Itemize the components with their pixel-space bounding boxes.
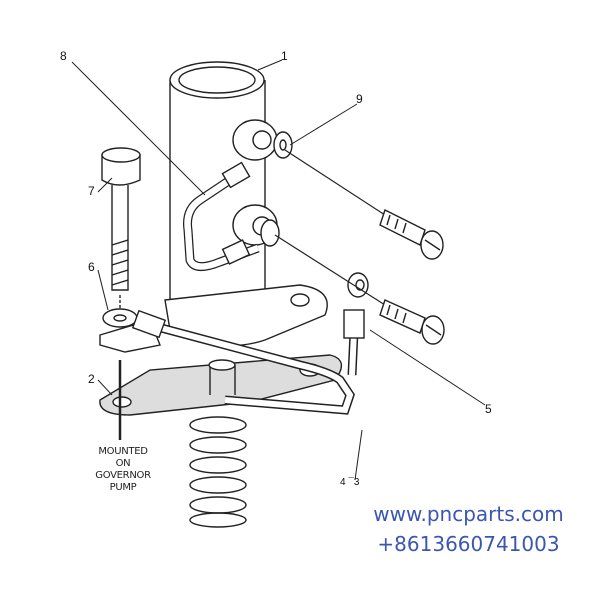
callout-8: 8 <box>60 49 67 63</box>
callout-4-3: 4 ¯3 <box>340 477 360 488</box>
callout-9: 9 <box>356 92 363 106</box>
note-line: MOUNTED <box>98 446 148 457</box>
watermark-website: www.pncparts.com <box>373 502 564 526</box>
housing-cylinder-1 <box>169 80 266 311</box>
spring <box>189 359 247 528</box>
leader-lines <box>71 59 486 481</box>
screw-upper <box>379 209 444 260</box>
note-line: GOVERNOR <box>95 470 151 481</box>
washer-9 <box>273 131 293 159</box>
washer-6 <box>102 308 138 328</box>
note-line: ON <box>115 458 131 469</box>
callout-2: 2 <box>88 372 95 386</box>
mounting-note: MOUNTED ON GOVERNOR PUMP <box>78 446 168 494</box>
note-line: PUMP <box>109 482 137 493</box>
callout-1: 1 <box>281 49 288 63</box>
callout-7: 7 <box>88 184 95 198</box>
callout-6: 6 <box>88 260 95 274</box>
bolt-7 <box>101 147 141 310</box>
watermark-phone: +8613660741003 <box>377 532 560 556</box>
callout-5: 5 <box>485 402 492 416</box>
screw-lower <box>379 299 445 345</box>
